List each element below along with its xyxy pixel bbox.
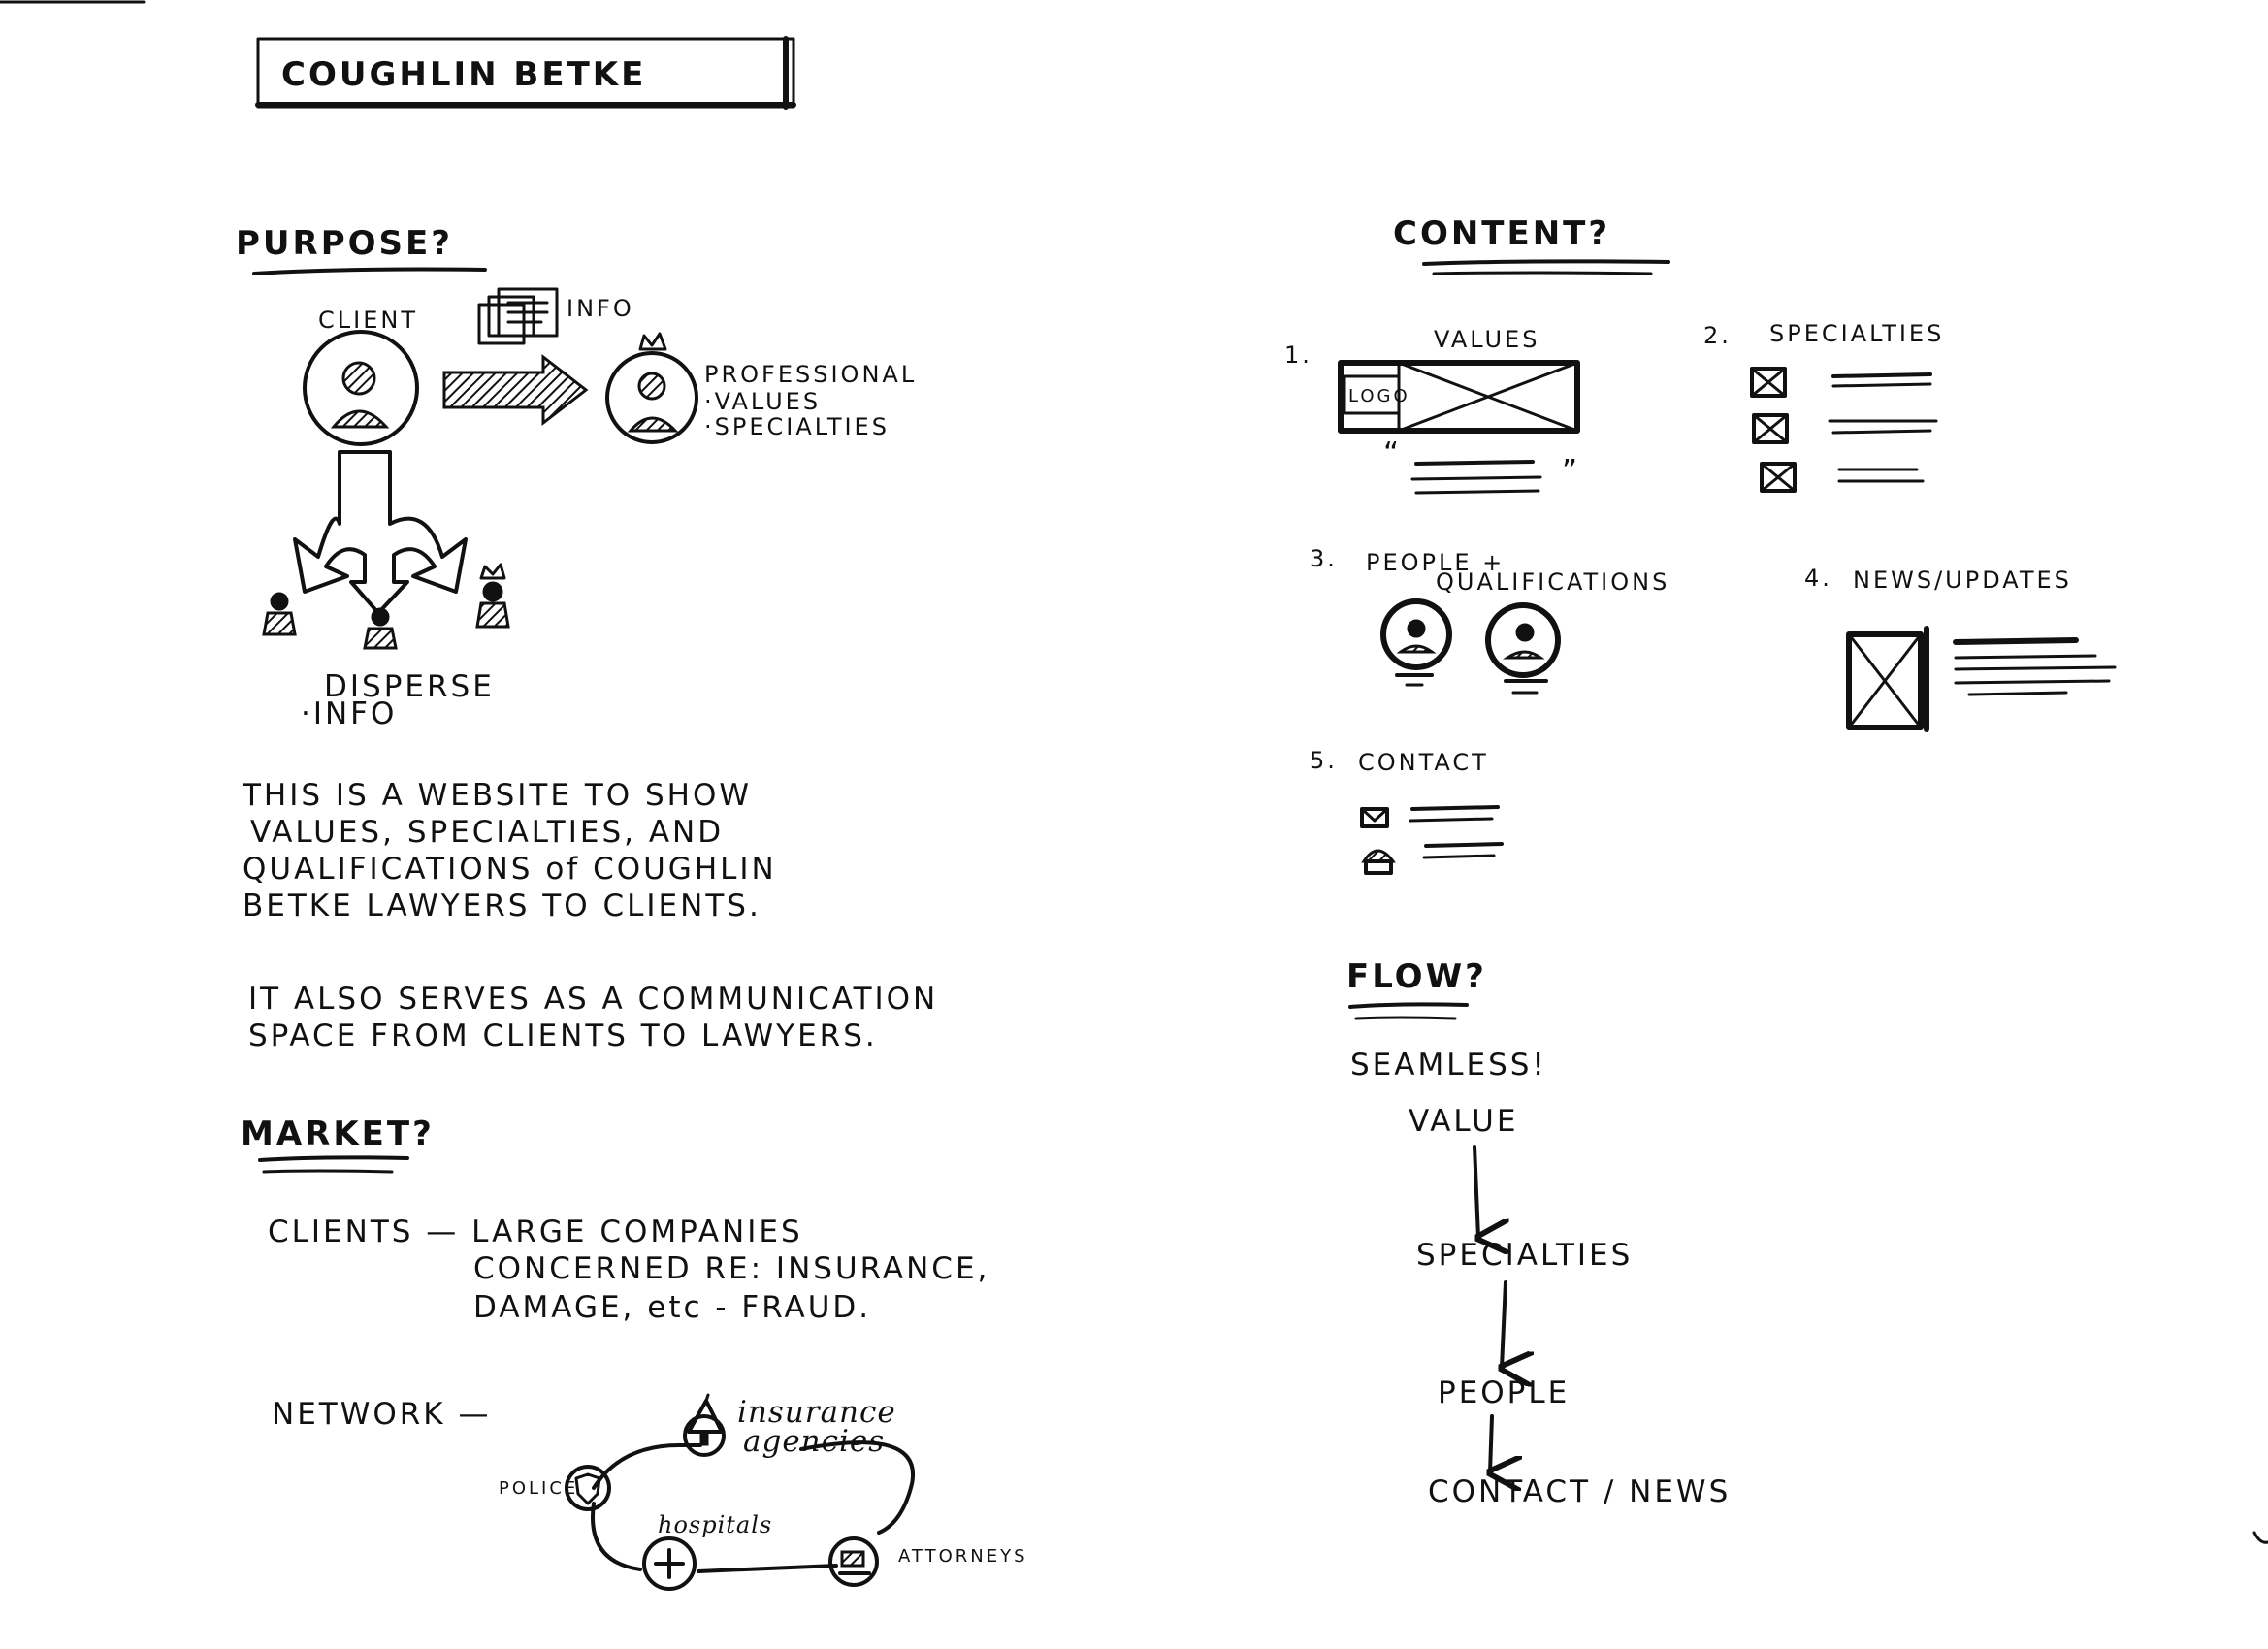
- insurance-house-icon: [683, 1393, 726, 1457]
- scan-edge-mark-right: [2252, 1531, 2268, 1544]
- police-badge-icon: [565, 1465, 611, 1511]
- flow-step-3: PEOPLE: [1438, 1375, 1570, 1410]
- document-icon: [477, 287, 559, 345]
- purpose-heading: PURPOSE?: [236, 224, 453, 263]
- values-quote-open: “: [1383, 436, 1402, 471]
- info-label: INFO: [567, 295, 634, 322]
- content-item-2-label: SPECIALTIES: [1769, 320, 1944, 347]
- purpose-paragraph-1-line-2: VALUES, SPECIALTIES, AND: [250, 815, 724, 850]
- title-box: COUGHLIN BETKE: [255, 36, 796, 110]
- network-loop: [591, 1440, 916, 1573]
- contact-email-line: [1410, 805, 1500, 811]
- disperse-line-1: DISPERSE: [324, 669, 495, 704]
- network-label: NETWORK —: [272, 1397, 492, 1432]
- market-clients-line-2: CONCERNED RE: INSURANCE,: [473, 1251, 989, 1286]
- audience-person-icon-3: [475, 563, 510, 629]
- purpose-paragraph-1-line-1: THIS IS A WEBSITE TO SHOW: [242, 778, 752, 813]
- content-item-2-number: 2.: [1703, 322, 1732, 349]
- contact-phone-line: [1424, 842, 1504, 848]
- content-item-4-number: 4.: [1804, 565, 1832, 592]
- purpose-underline: [252, 267, 487, 275]
- purpose-paragraph-1-line-4: BETKE LAWYERS TO CLIENTS.: [243, 889, 761, 923]
- values-logo-label: LOGO: [1348, 386, 1410, 406]
- flow-step-4: CONTACT / NEWS: [1428, 1474, 1731, 1509]
- people-avatar-icon-1: [1380, 598, 1452, 687]
- content-item-3-label-line-1: PEOPLE +: [1366, 549, 1505, 576]
- content-item-3-number: 3.: [1310, 545, 1338, 572]
- content-item-5-number: 5.: [1310, 747, 1338, 774]
- content-item-4-label: NEWS/UPDATES: [1853, 566, 2072, 594]
- market-heading: MARKET?: [241, 1115, 435, 1153]
- market-underline: [258, 1155, 409, 1162]
- flow-heading: FLOW?: [1346, 957, 1487, 996]
- purpose-paragraph-2-line-1: IT ALSO SERVES AS A COMMUNICATION: [248, 982, 938, 1017]
- flow-step-2: SPECIALTIES: [1416, 1238, 1633, 1273]
- news-thumbnail-wireframe: [1846, 626, 1929, 732]
- flow-arrow-2: [1502, 1280, 1506, 1368]
- market-clients-line-3: DAMAGE, etc - FRAUD.: [473, 1290, 871, 1325]
- professional-line-2: ·VALUES: [704, 388, 821, 415]
- flow-section: FLOW? SEAMLESS! VALUE SPECIALTIES PEOPLE…: [1346, 957, 1731, 1509]
- attorney-gavel-icon: [828, 1536, 879, 1587]
- specialties-checklist: [1750, 367, 1938, 493]
- transfer-arrow-icon: [442, 353, 589, 427]
- audience-person-icon-2: [363, 607, 398, 650]
- content-heading: CONTENT?: [1393, 214, 1610, 253]
- content-section: CONTENT? 1. VALUES LOGO “ ” 2. SPECIALTI…: [1284, 214, 2117, 875]
- purpose-section: PURPOSE? CLIENT INFO: [236, 224, 938, 1053]
- disperse-line-2: ·INFO: [301, 696, 397, 731]
- disperse-arrows-icon: [293, 450, 468, 615]
- flow-step-1: VALUE: [1409, 1104, 1518, 1139]
- attorneys-label: ATTORNEYS: [898, 1546, 1028, 1567]
- hospital-cross-icon: [642, 1536, 697, 1591]
- police-label: POLICE: [499, 1478, 578, 1499]
- hospitals-label: hospitals: [658, 1511, 772, 1538]
- purpose-paragraph-1-line-3: QUALIFICATIONS of COUGHLIN: [243, 852, 777, 887]
- purpose-paragraph-2-line-2: SPACE FROM CLIENTS TO LAWYERS.: [248, 1018, 878, 1053]
- flow-arrow-3: [1490, 1414, 1492, 1472]
- flow-subheading: SEAMLESS!: [1350, 1048, 1547, 1083]
- content-item-3-label-line-2: QUALIFICATIONS: [1436, 568, 1669, 596]
- client-label: CLIENT: [318, 307, 418, 334]
- people-avatar-icon-2: [1485, 602, 1561, 695]
- audience-person-icon-1: [262, 592, 297, 636]
- values-banner-wireframe: [1338, 360, 1580, 434]
- page-title: COUGHLIN BETKE: [281, 55, 646, 94]
- flow-arrow-1: [1473, 1145, 1478, 1238]
- content-item-1-label: VALUES: [1434, 326, 1539, 353]
- client-person-icon: [303, 330, 419, 446]
- professional-person-icon: [605, 332, 698, 444]
- insurance-label-line-2: agencies: [743, 1424, 885, 1459]
- values-quote-close: ”: [1562, 454, 1580, 489]
- market-clients-line-1: CLIENTS — LARGE COMPANIES: [268, 1214, 803, 1249]
- professional-line-1: PROFESSIONAL: [704, 361, 917, 388]
- content-item-1-number: 1.: [1284, 341, 1312, 369]
- flow-underline: [1348, 1002, 1469, 1009]
- values-quote-lines: [1410, 460, 1542, 495]
- phone-icon: [1361, 849, 1396, 875]
- news-text-lines: [1953, 637, 2117, 696]
- insurance-label-line-1: insurance: [737, 1395, 896, 1430]
- content-item-5-label: CONTACT: [1358, 749, 1489, 776]
- mail-icon: [1360, 807, 1389, 828]
- content-underline: [1422, 259, 1670, 266]
- market-section: MARKET? CLIENTS — LARGE COMPANIES CONCER…: [241, 1115, 1028, 1591]
- professional-line-3: ·SPECIALTIES: [704, 413, 890, 440]
